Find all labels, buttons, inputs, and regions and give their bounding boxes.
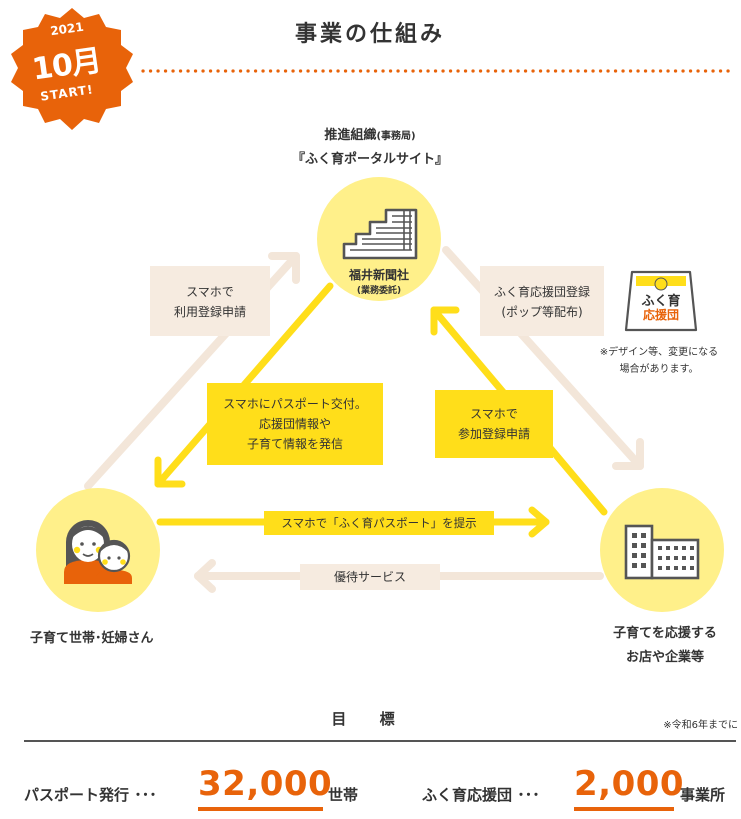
shop-node-label-line1: 子育てを応援する (613, 626, 717, 641)
top-node-sub: (業務委託) (356, 286, 402, 296)
goals-note: ※令和6年までに (663, 720, 738, 731)
goal-supporter-number: 2,000 (574, 764, 685, 804)
start-badge (11, 8, 133, 130)
goal-supporter-label: ふく育応援団 ･･･ (422, 786, 540, 804)
flow-passport-issue: スマホにパスポート交付。 応援団情報や 子育て情報を発信 (207, 383, 383, 465)
goal-passport-label: パスポート発行 ･･･ (24, 786, 157, 804)
pop-logo-line2: 応援団 (642, 308, 679, 322)
goal-passport-unit: 世帯 (328, 786, 359, 804)
flow-register-supporter-line2: (ポップ等配布) (501, 305, 583, 319)
pop-logo-line1: ふく育 (641, 294, 681, 309)
top-node-heading: 推進組織(事務局) (270, 124, 470, 143)
flow-register-app: スマホで 利用登録申請 (150, 266, 270, 336)
pop-note: ※デザイン等、変更になる 場合があります。 (584, 344, 734, 378)
flow-join-register-line2: 参加登録申請 (457, 427, 530, 441)
goal-passport-number: 32,000 (198, 764, 333, 804)
flow-join-register-line1: スマホで (470, 407, 518, 421)
top-node-portal: 『ふく育ポータルサイト』 (291, 152, 448, 167)
family-node-label: 子育て世帯･妊婦さん (30, 631, 154, 646)
flow-passport-issue-line3: 子育て情報を発信 (246, 437, 343, 451)
flow-register-app-line1: スマホで (186, 285, 234, 299)
top-node-heading-text: 推進組織 (324, 128, 377, 143)
flow-benefit-service: 優待サービス (300, 564, 440, 590)
building-stairs-icon (342, 208, 418, 260)
flow-join-register: スマホで 参加登録申請 (435, 390, 553, 458)
flow-show-passport: スマホで「ふく育パスポート」を提示 (264, 511, 494, 535)
title-dotted-rule (141, 69, 736, 73)
pop-display-icon (624, 270, 698, 332)
pop-note-line1: ※デザイン等、変更になる (599, 347, 719, 358)
top-node-name: 福井新聞社 (348, 268, 409, 282)
goal-supporter-unit: 事業所 (680, 786, 726, 804)
page-title: 事業の仕組み (294, 22, 445, 47)
arrow-top-to-shop (442, 246, 644, 470)
building-store-icon (624, 524, 700, 580)
flow-register-supporter: ふく育応援団登録 (ポップ等配布) (480, 266, 604, 336)
parent-child-icon (64, 520, 132, 584)
pop-note-line2: 場合があります。 (619, 364, 699, 375)
flow-register-app-line2: 利用登録申請 (173, 305, 246, 319)
goals-rule (24, 740, 736, 742)
goals-heading: 目 標 (331, 710, 409, 728)
top-node-heading-small: (事務局) (376, 131, 416, 142)
flow-passport-issue-line1: スマホにパスポート交付。 (223, 397, 367, 411)
flow-passport-issue-line2: 応援団情報や (258, 417, 331, 431)
goal-supporter-underline (574, 807, 674, 811)
shop-node-label-line2: お店や企業等 (625, 650, 704, 665)
flow-register-supporter-line1: ふく育応援団登録 (493, 285, 590, 299)
goal-passport-underline (198, 807, 323, 811)
